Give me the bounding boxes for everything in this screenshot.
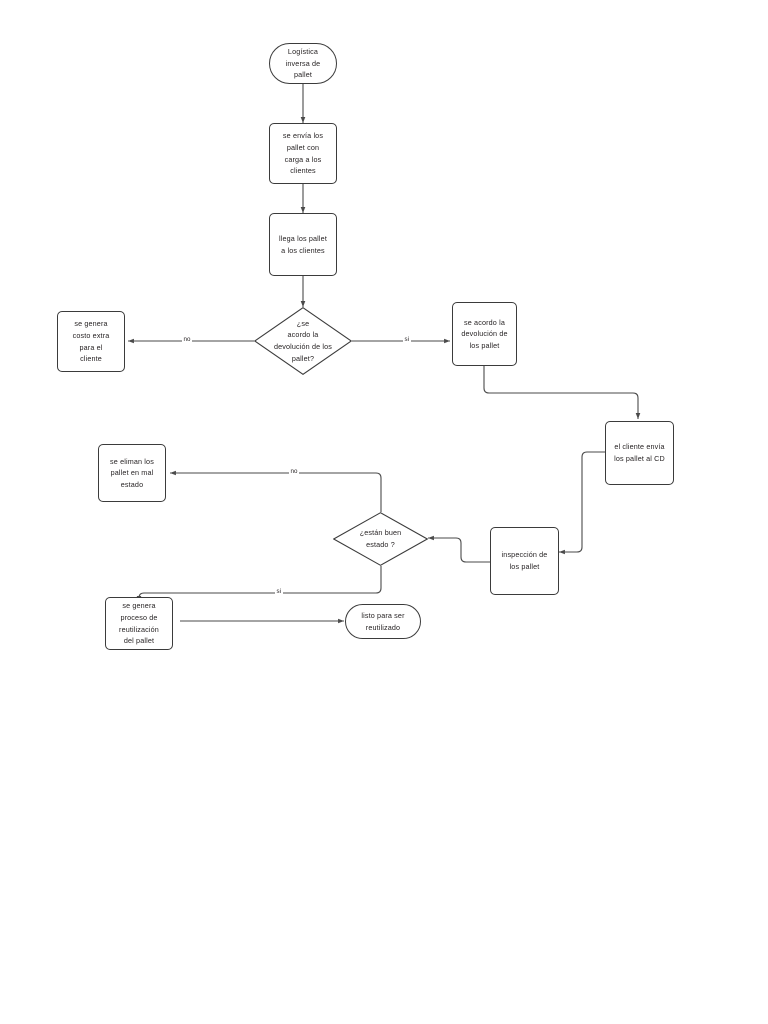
node-acordo-devolucion[interactable]: se acordo la devolución de los pallet [452,302,517,366]
decision-diamond-shape [254,307,352,375]
node-cliente-envia-cd-label: el cliente envía los pallet al CD [614,442,665,463]
edge-label-dec1-si: si [403,336,411,343]
node-llega-pallet[interactable]: llega los pallet a los clientes [269,213,337,276]
edge-label-dec2-no: no [289,468,300,475]
edge-acordo-clienteCD [483,366,641,419]
node-llega-pallet-label: llega los pallet a los clientes [279,233,327,255]
node-inspeccion[interactable]: inspección de los pallet [490,527,559,595]
node-start[interactable]: Logística inversa de pallet [269,43,337,84]
node-eliminar-pallet[interactable]: se eliman los pallet en mal estado [98,444,166,502]
node-reutilizacion-label: se genera proceso de reutilización del p… [119,601,159,646]
node-costo-extra[interactable]: se genera costo extra para el cliente [57,311,125,372]
node-start-label: Logística inversa de pallet [285,47,321,80]
node-cliente-envia-cd[interactable]: el cliente envía los pallet al CD [605,421,674,485]
node-inspeccion-label: inspección de los pallet [501,550,548,571]
node-decision-devolucion-label: ¿se acordo la devolución de los pallet? [273,318,333,363]
decision-diamond-shape [333,512,428,566]
edge-clienteCD-inspeccion [559,451,605,555]
node-reutilizacion[interactable]: se genera proceso de reutilización del p… [105,597,173,650]
node-decision-estado-label: ¿están buen estado ? [359,528,402,549]
node-listo-reutilizado-label: listo para ser reutilizado [361,610,405,632]
node-eliminar-pallet-label: se eliman los pallet en mal estado [110,456,154,489]
node-costo-extra-label: se genera costo extra para el cliente [72,319,110,364]
node-envia-pallet-label: se envía los pallet con carga a los clie… [282,131,324,176]
node-decision-devolucion[interactable]: ¿se acordo la devolución de los pallet? [254,307,352,375]
node-acordo-devolucion-label: se acordo la devolución de los pallet [461,317,508,350]
edge-inspeccion-dec2 [428,535,490,563]
edge-label-dec2-si: si [275,588,283,595]
edge-dec2-eliman [170,470,382,512]
node-decision-estado[interactable]: ¿están buen estado ? [333,512,428,566]
edge-label-dec1-no: no [182,336,193,343]
edge-dec2-reutiliza [136,566,382,602]
node-listo-reutilizado[interactable]: listo para ser reutilizado [345,604,421,639]
node-envia-pallet[interactable]: se envía los pallet con carga a los clie… [269,123,337,184]
